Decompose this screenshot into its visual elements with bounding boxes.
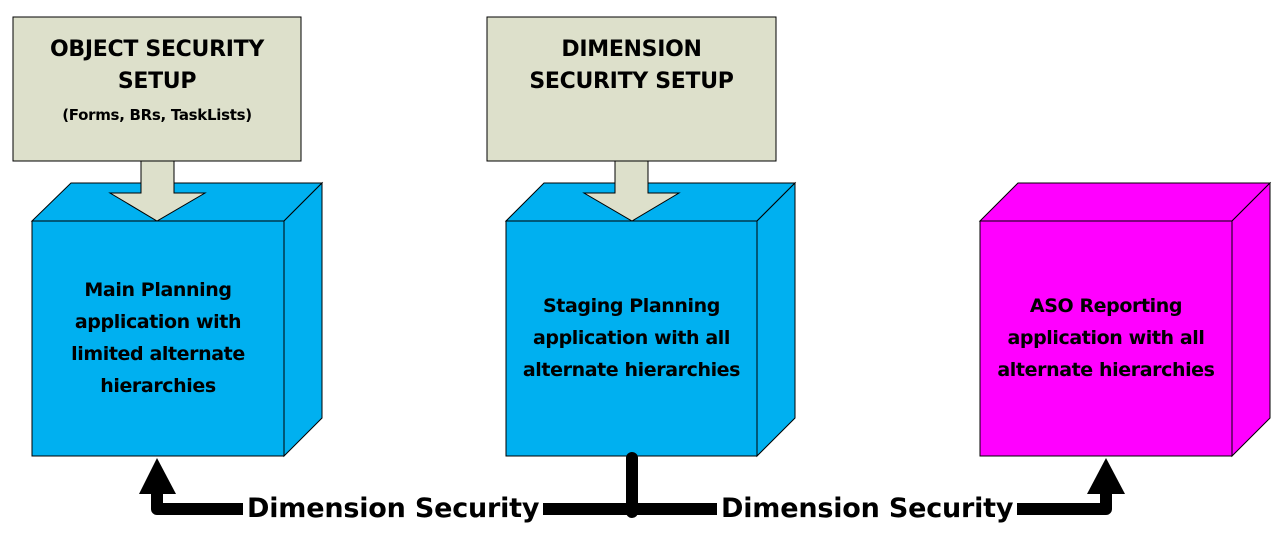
object-security-title-line2: SETUP bbox=[117, 69, 197, 94]
object-security-title-line1: OBJECT SECURITY bbox=[50, 37, 264, 62]
object-security-subtitle: (Forms, BRs, TaskLists) bbox=[62, 106, 252, 124]
arrowhead-up-aso-icon bbox=[1087, 458, 1125, 494]
object-security-setup-label: OBJECT SECURITY SETUP (Forms, BRs, TaskL… bbox=[13, 34, 301, 126]
main-planning-line: application with bbox=[74, 311, 242, 333]
cube-aso-front-face bbox=[979, 220, 1233, 457]
staging-planning-line: Staging Planning bbox=[543, 295, 720, 317]
aso-reporting-line: application with all bbox=[1007, 327, 1205, 349]
cube-staging-planning bbox=[504, 181, 797, 458]
cube-main-front-face bbox=[31, 220, 285, 457]
aso-reporting-line: ASO Reporting bbox=[1029, 295, 1183, 317]
cube-aso-right-face bbox=[1231, 181, 1271, 458]
cube-main-planning bbox=[30, 181, 324, 458]
down-arrow-object-security bbox=[108, 160, 207, 222]
down-arrow-dimension-security bbox=[582, 160, 681, 222]
main-planning-line: limited alternate bbox=[71, 343, 245, 365]
aso-reporting-label: ASO Reporting application with all alter… bbox=[980, 290, 1232, 386]
aso-reporting-line: alternate hierarchies bbox=[997, 359, 1215, 381]
cube-staging-front-face bbox=[505, 220, 758, 457]
object-security-setup-box bbox=[12, 16, 302, 162]
cube-main-right-face bbox=[283, 181, 323, 458]
main-planning-line: Main Planning bbox=[84, 279, 232, 301]
dimension-security-setup-box bbox=[486, 16, 777, 162]
staging-planning-line: alternate hierarchies bbox=[522, 359, 741, 381]
flow-label-to-main: Dimension Security bbox=[243, 492, 544, 526]
cube-aso-top-face bbox=[978, 182, 1272, 222]
dimension-security-title-line1: DIMENSION bbox=[561, 37, 702, 62]
flow-label-to-aso: Dimension Security bbox=[717, 492, 1018, 526]
dimension-security-setup-label: DIMENSION SECURITY SETUP bbox=[487, 34, 776, 98]
main-planning-label: Main Planning application with limited a… bbox=[32, 274, 284, 402]
cube-aso-reporting bbox=[978, 181, 1272, 458]
main-planning-line: hierarchies bbox=[100, 375, 216, 397]
staging-planning-line: application with all bbox=[532, 327, 731, 349]
staging-planning-label: Staging Planning application with all al… bbox=[506, 290, 757, 386]
cube-staging-right-face bbox=[756, 181, 796, 458]
arrowhead-up-main-icon bbox=[139, 458, 176, 494]
dimension-security-title-line2: SECURITY SETUP bbox=[529, 69, 734, 94]
